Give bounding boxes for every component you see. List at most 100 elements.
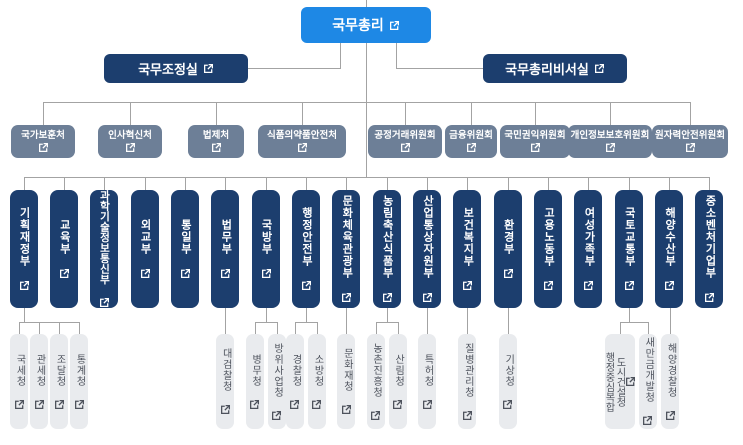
connector-line xyxy=(225,308,227,334)
sub-agency-node-0-3[interactable]: 통계청 xyxy=(70,334,88,429)
external-link-icon xyxy=(14,399,24,409)
commission-node-2[interactable]: 법제처 xyxy=(188,125,244,158)
commission-node-8[interactable]: 원자력안전위원회 xyxy=(652,125,728,158)
ministry-node-15[interactable]: 국토교통부 xyxy=(614,190,643,308)
vertical-text: 특허청 xyxy=(422,354,433,410)
connector-line xyxy=(276,322,278,334)
connector-line xyxy=(294,322,296,334)
connector-line xyxy=(366,0,367,7)
external-link-icon xyxy=(203,63,213,73)
vertical-text: 해양경찰청 xyxy=(665,343,676,421)
ministry-node-6[interactable]: 국방부 xyxy=(251,190,280,308)
connector-line xyxy=(669,177,671,190)
ministry-node-2[interactable]: 과학기술정보통신부 xyxy=(90,190,119,308)
ministry-node-9[interactable]: 농림축산식품부 xyxy=(372,190,401,308)
sub-agency-node-8-0[interactable]: 문화재청 xyxy=(337,334,356,429)
connector-line xyxy=(397,322,399,334)
sub-agency-node-0-2[interactable]: 조달청 xyxy=(50,334,68,429)
ministry-node-7[interactable]: 행정안전부 xyxy=(291,190,320,308)
vertical-text: 국세청 xyxy=(14,354,25,410)
vertical-text: 산림청 xyxy=(392,354,404,410)
connector-line xyxy=(23,177,25,190)
node-label: 국무총리비서실 xyxy=(505,62,589,77)
commission-node-7[interactable]: 개인정보보호위원회 xyxy=(568,125,652,158)
ministry-node-11[interactable]: 보건복지부 xyxy=(453,190,482,308)
policy-coordination-office-node[interactable]: 국무조정실 xyxy=(104,54,248,83)
node-label: 법무부 xyxy=(219,219,232,255)
pm-secretariat-node[interactable]: 국무총리비서실 xyxy=(483,54,627,83)
vertical-text: 방위사업청 xyxy=(271,343,283,421)
connector-line xyxy=(346,177,348,190)
sub-agency-node-15-0[interactable]: 행정중심복합도시건설청 xyxy=(603,334,636,429)
sub-agency-node-7-0[interactable]: 경찰청 xyxy=(285,334,304,429)
pm-node[interactable]: 국무총리 xyxy=(301,7,431,43)
external-link-icon xyxy=(665,280,675,290)
commission-node-1[interactable]: 인사혁신처 xyxy=(98,125,162,158)
vertical-text: 새만금개발청 xyxy=(642,337,654,426)
external-link-icon xyxy=(389,20,399,30)
node-label: 식품의약품안전처 xyxy=(267,129,337,141)
ministry-node-4[interactable]: 통일부 xyxy=(170,190,199,308)
node-label: 소방청 xyxy=(311,353,323,387)
connector-line xyxy=(628,308,630,322)
ministry-node-17[interactable]: 중소벤처기업부 xyxy=(695,190,724,308)
vertical-text: 농림축산식품부 xyxy=(381,195,393,303)
external-link-icon xyxy=(423,292,433,302)
external-link-icon xyxy=(605,143,615,153)
ministry-node-16[interactable]: 해양수산부 xyxy=(655,190,684,308)
connector-line xyxy=(216,102,217,125)
sub-agency-node-9-0[interactable]: 농촌진흥청 xyxy=(366,334,385,429)
sub-agency-node-12-0[interactable]: 기상청 xyxy=(498,334,517,429)
node-label: 특허청 xyxy=(422,353,433,387)
external-link-icon xyxy=(261,268,271,278)
connector-line xyxy=(535,102,536,125)
ministry-node-3[interactable]: 외교부 xyxy=(130,190,159,308)
node-label: 교육부 xyxy=(58,219,71,255)
external-link-icon xyxy=(544,280,554,290)
sub-agency-node-5-0[interactable]: 대검찰청 xyxy=(216,334,235,429)
vertical-text: 고용노동부 xyxy=(542,207,555,291)
connector-line xyxy=(19,322,20,334)
node-label: 원자력안전위원회 xyxy=(655,129,725,141)
connector-line xyxy=(104,177,106,190)
connector-line xyxy=(366,43,367,177)
vertical-text: 해양수산부 xyxy=(663,207,676,291)
commission-node-6[interactable]: 국민권익위원회 xyxy=(500,125,570,158)
sub-agency-node-7-1[interactable]: 소방청 xyxy=(307,334,326,429)
ministry-node-12[interactable]: 환경부 xyxy=(493,190,522,308)
sub-agency-node-6-1[interactable]: 방위사업청 xyxy=(267,334,286,429)
connector-line xyxy=(396,68,484,69)
sub-agency-node-16-0[interactable]: 해양경찰청 xyxy=(661,334,680,429)
connector-line xyxy=(248,68,341,69)
external-link-icon xyxy=(530,143,540,153)
connector-line xyxy=(628,177,630,190)
sub-agency-node-11-0[interactable]: 질병관리청 xyxy=(458,334,477,429)
external-link-icon xyxy=(643,415,653,425)
sub-agency-node-0-0[interactable]: 국세청 xyxy=(10,334,28,429)
vertical-text: 법무부 xyxy=(219,219,232,279)
ministry-node-13[interactable]: 고용노동부 xyxy=(534,190,563,308)
sub-agency-node-6-0[interactable]: 병무청 xyxy=(245,334,264,429)
ministry-node-8[interactable]: 문화체육관광부 xyxy=(332,190,361,308)
ministry-node-14[interactable]: 여성가족부 xyxy=(574,190,603,308)
ministry-node-0[interactable]: 기획재정부 xyxy=(9,190,38,308)
connector-line xyxy=(59,322,60,334)
vertical-text: 조달청 xyxy=(54,354,65,410)
sub-agency-node-15-1[interactable]: 새만금개발청 xyxy=(638,334,657,429)
external-link-icon xyxy=(59,268,69,278)
commission-node-4[interactable]: 공정거래위원회 xyxy=(368,125,442,158)
sub-agency-node-10-0[interactable]: 특허청 xyxy=(418,334,436,429)
commission-node-0[interactable]: 국가보훈처 xyxy=(11,125,75,158)
sub-agency-node-0-1[interactable]: 관세청 xyxy=(30,334,48,429)
commission-node-5[interactable]: 금융위원회 xyxy=(445,125,497,158)
ministry-node-5[interactable]: 법무부 xyxy=(211,190,240,308)
node-label: 병무청 xyxy=(249,353,261,387)
external-link-icon xyxy=(463,280,473,290)
external-link-icon xyxy=(140,268,150,278)
ministry-node-1[interactable]: 교육부 xyxy=(49,190,78,308)
sub-agency-node-9-1[interactable]: 산림청 xyxy=(388,334,407,429)
vertical-text: 문화체육관광부 xyxy=(340,195,353,303)
commission-node-3[interactable]: 식품의약품안전처 xyxy=(258,125,346,158)
connector-line xyxy=(144,177,146,190)
ministry-node-10[interactable]: 산업통상자원부 xyxy=(413,190,441,308)
